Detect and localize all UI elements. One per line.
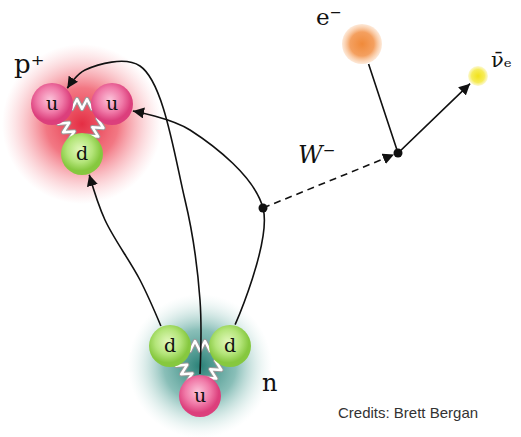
electron: e⁻ xyxy=(342,24,382,64)
quark-letter: u xyxy=(106,93,118,115)
up-quark: u xyxy=(31,83,73,125)
down-quark: d xyxy=(149,325,191,367)
proton-region: u u d p⁺ xyxy=(2,44,162,204)
quark-letter: d xyxy=(76,143,88,165)
particle-circle xyxy=(31,83,73,125)
credits-note: Credits: Brett Bergan xyxy=(338,404,478,422)
particle-circle xyxy=(468,66,488,86)
particle-label: ν̄ₑ xyxy=(491,48,512,72)
particle-circle xyxy=(179,375,221,417)
boson-label: W⁻ xyxy=(298,142,335,170)
particle-circle xyxy=(468,66,488,86)
particle-circle xyxy=(342,24,382,64)
particle-circle xyxy=(61,133,103,175)
antineutrino: ν̄ₑ xyxy=(468,66,488,86)
quark-letter: d xyxy=(224,335,236,357)
particle-label: e⁻ xyxy=(316,4,342,30)
quark-letter: u xyxy=(194,385,206,407)
quark-flow-arrow xyxy=(369,64,470,153)
particle-circle xyxy=(209,325,251,367)
particle-circle xyxy=(149,325,191,367)
particle-circle xyxy=(342,24,382,64)
up-quark: u xyxy=(179,375,221,417)
quark-letter: u xyxy=(46,93,58,115)
up-quark: u xyxy=(91,83,133,125)
quark-letter: d xyxy=(164,335,176,357)
down-quark: d xyxy=(61,133,103,175)
particle-circle xyxy=(91,83,133,125)
credits-note: Credits: Brett Bergan xyxy=(338,404,478,421)
particle-label: n xyxy=(262,370,277,398)
particle-label: p⁺ xyxy=(14,50,44,80)
boson-label: W⁻ xyxy=(298,142,335,170)
glow-shape xyxy=(2,44,162,204)
down-quark: d xyxy=(209,325,251,367)
glow-shape xyxy=(128,294,272,437)
